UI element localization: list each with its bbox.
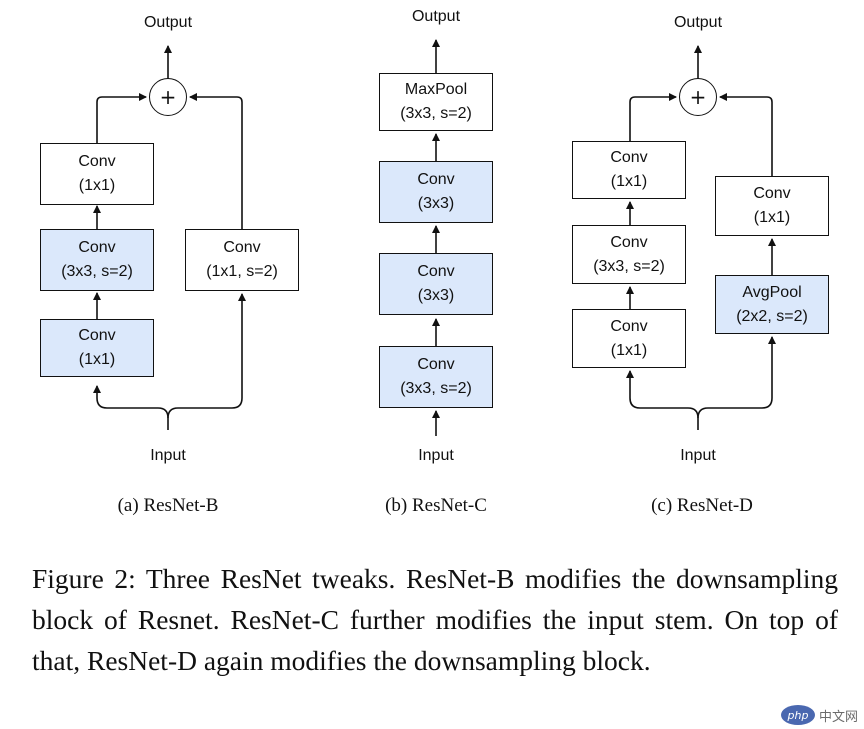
c-conv-1x1-bottom: Conv (1x1) — [572, 309, 686, 368]
c-output-label: Output — [673, 14, 723, 31]
c-conv-3x3-s2-name: Conv — [610, 233, 648, 251]
a-conv-3x3-s2: Conv (3x3, s=2) — [40, 229, 154, 291]
b-output-label: Output — [411, 8, 461, 25]
edge-c-input-to-left — [626, 370, 699, 430]
figure-caption: Figure 2: Three ResNet tweaks. ResNet-B … — [32, 563, 838, 676]
b-conv-3x3-top: Conv (3x3) — [379, 161, 493, 223]
c-add-node: + — [679, 78, 717, 116]
a-conv-1x1-top-name: Conv — [78, 153, 116, 170]
b-input-label: Input — [418, 447, 454, 464]
edge-c-right-to-plus — [719, 93, 773, 176]
b-conv-3x3-top-params: (3x3) — [417, 195, 455, 212]
b-maxpool-params: (3x3, s=2) — [400, 105, 472, 122]
a-conv-3x3-s2-name: Conv — [78, 239, 116, 256]
a-add-node: + — [149, 78, 187, 116]
c-shortcut-conv-name: Conv — [753, 185, 791, 202]
b-maxpool: MaxPool (3x3, s=2) — [379, 73, 493, 131]
edge-a-input-to-right — [167, 293, 246, 419]
a-conv-1x1-top-params: (1x1) — [78, 177, 116, 194]
c-conv-1x1-bottom-params: (1x1) — [610, 341, 648, 359]
a-output-label: Output — [143, 14, 193, 31]
c-conv-3x3-s2-params: (3x3, s=2) — [593, 257, 665, 275]
b-conv-3x3-s2-name: Conv — [417, 356, 455, 373]
c-shortcut-conv-params: (1x1) — [753, 209, 791, 226]
a-subcaption: (a) ResNet-B — [117, 495, 219, 516]
a-shortcut-name: Conv — [223, 239, 261, 256]
php-logo-icon: php — [780, 705, 815, 725]
c-subcaption: (c) ResNet-D — [651, 495, 753, 516]
watermark: php 中文网 — [780, 705, 858, 725]
a-conv-1x1-s2-shortcut: Conv (1x1, s=2) — [185, 229, 299, 291]
a-conv-1x1-top: Conv (1x1) — [40, 143, 154, 205]
a-conv-1x1-bottom: Conv (1x1) — [40, 319, 154, 377]
c-avgpool-name: AvgPool — [742, 283, 802, 301]
edge-c-input-to-right — [697, 336, 776, 419]
c-avgpool-shortcut: AvgPool (2x2, s=2) — [715, 275, 829, 334]
a-shortcut-params: (1x1, s=2) — [206, 263, 278, 280]
b-conv-3x3-middle-name: Conv — [417, 263, 455, 280]
a-conv-1x1-bottom-params: (1x1) — [78, 351, 116, 368]
b-subcaption: (b) ResNet-C — [385, 495, 487, 516]
a-input-label: Input — [150, 447, 186, 464]
watermark-site-text: 中文网 — [818, 709, 858, 725]
b-conv-3x3-middle-params: (3x3) — [417, 287, 455, 304]
a-conv-1x1-bottom-name: Conv — [78, 327, 116, 344]
edge-c-left-to-plus — [629, 93, 677, 141]
b-maxpool-name: MaxPool — [404, 81, 468, 98]
c-input-label: Input — [680, 447, 716, 464]
a-conv-3x3-s2-params: (3x3, s=2) — [61, 263, 133, 280]
c-conv-1x1-shortcut: Conv (1x1) — [715, 176, 829, 236]
b-conv-3x3-middle: Conv (3x3) — [379, 253, 493, 315]
c-conv-3x3-s2: Conv (3x3, s=2) — [572, 225, 686, 284]
c-conv-1x1-bottom-name: Conv — [610, 317, 648, 335]
c-conv-1x1-top-name: Conv — [610, 149, 648, 166]
c-conv-1x1-top: Conv (1x1) — [572, 141, 686, 199]
b-conv-3x3-top-name: Conv — [417, 171, 455, 188]
edge-a-right-to-plus — [189, 93, 243, 229]
c-avgpool-params: (2x2, s=2) — [736, 307, 808, 325]
b-conv-3x3-s2: Conv (3x3, s=2) — [379, 346, 493, 408]
c-conv-1x1-top-params: (1x1) — [610, 173, 648, 190]
edge-a-input-to-left — [93, 385, 169, 430]
b-conv-3x3-s2-params: (3x3, s=2) — [400, 380, 472, 397]
diagram-connectors — [93, 39, 776, 436]
edge-a-left-to-plus — [96, 93, 147, 143]
